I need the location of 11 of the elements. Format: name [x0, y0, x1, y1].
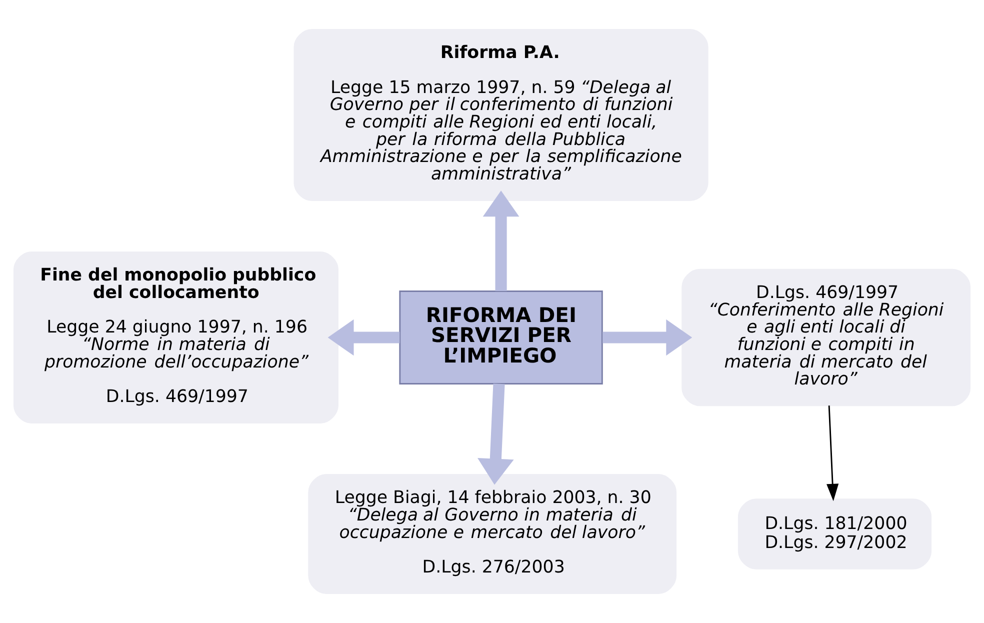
node-box: Legge Biagi, 14 febbraio 2003, n. 30 “Delega al Governo in materia di occupazione e mercato del lavoro” D.Lgs. 276/2003 — [308, 474, 677, 594]
node-box: D.Lgs. 469/1997 “Conferimento alle Regioni e agli enti locali di funzioni e compiti in materia di mercato del lavoro” — [682, 268, 971, 406]
node-box: Fine del monopolio pubblico del collocamento Legge 24 giugno 1997, n. 196 “Norme in materia di promozione dell’occupazione” D.Lgs. 469/1997 — [13, 252, 338, 424]
arrow — [328, 319, 400, 356]
arrow — [602, 319, 692, 356]
node-box: RIFORMA DEI SERVIZI PER L’IMPIEGO — [399, 290, 603, 384]
node-box: D.Lgs. 181/2000 D.Lgs. 297/2002 — [738, 498, 932, 570]
arrow — [478, 384, 514, 485]
node-box: Riforma P.A. Legge 15 marzo 1997, n. 59 “Delega al Governo per il conferimento di funzioni e compiti alle Regioni ed enti locali, per la riforma della Pubblica Amministrazione e per la semplificazione amministrativa” — [294, 29, 708, 201]
arrow — [482, 190, 520, 292]
arrow — [826, 406, 839, 502]
